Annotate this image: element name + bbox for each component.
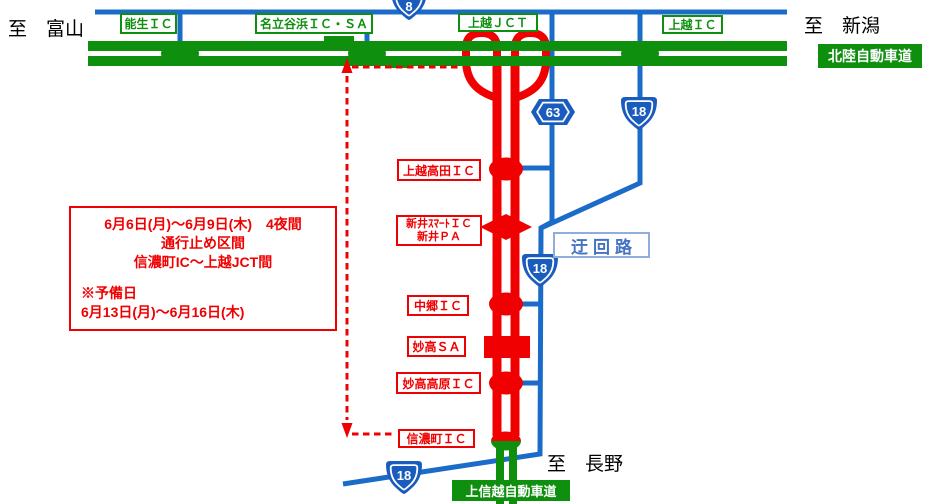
closed-ic-symbols	[480, 157, 532, 395]
closure-section: 信濃町IC～上越JCT間	[133, 254, 273, 270]
joetsu-ic-circle	[621, 41, 659, 66]
joshinetsu-expressway-badge: 上信越自動車道	[452, 480, 570, 501]
nakago-ic-circle	[489, 292, 523, 316]
shield-border	[624, 100, 654, 127]
hokuriku-expressway-badge: 北陸自動車道	[818, 44, 922, 68]
closure-extent-dashed-lines	[345, 65, 462, 436]
nadachidanihama-sa-rect-upper	[324, 36, 354, 47]
route-18-number: 18	[397, 468, 411, 483]
route-18-number: 18	[632, 104, 646, 119]
open-ic-symbols	[161, 36, 659, 68]
arrow-up-icon	[341, 58, 353, 73]
label-joetsu-ic: 上越ＩＣ	[662, 15, 723, 34]
shield-shape	[392, 0, 426, 20]
nou-ic-circle	[161, 41, 199, 66]
shinanomachi-ic-circle	[491, 431, 521, 451]
nadachidanihama-ic-circle	[348, 41, 386, 66]
shield-border	[389, 464, 419, 491]
closure-period: 6月6日(月)～6月9日(木) 4夜間	[104, 216, 302, 232]
reserve-day-period: 6月13日(月)～6月16日(木)	[81, 304, 245, 320]
direction-niigata: 至 新潟	[804, 16, 881, 37]
label-nou-ic: 能生ＩＣ	[120, 13, 177, 34]
nadachidanihama-sa-rect-lower	[386, 58, 412, 68]
detour-route-label: 迂回路	[553, 232, 650, 258]
reserve-day-header: ※予備日	[81, 285, 137, 301]
label-shinanomachi-ic: 信濃町ＩＣ	[398, 429, 475, 448]
route-18-shield-icon-upper: 18	[621, 97, 657, 130]
myoko-sa-rect	[484, 336, 530, 358]
route-8-shield-icon: 8	[392, 0, 426, 20]
label-arai-smart-ic-pa: 新井ｽﾏｰﾄＩＣ 新井ＰＡ	[396, 215, 482, 246]
label-myoko-kogen-ic: 妙高高原ＩＣ	[396, 372, 481, 394]
route-18-shield-icon-bottom: 18	[386, 461, 422, 494]
joetsu-takada-ic-circle	[489, 157, 523, 181]
closure-type: 通行止め区間	[161, 235, 245, 251]
route-18-number: 18	[533, 261, 547, 276]
shield-shape	[621, 97, 657, 130]
route-18-shield-icon-middle: 18	[522, 254, 558, 287]
label-nadachidanihama-ic-sa: 名立谷浜ＩＣ・ＳＡ	[255, 13, 373, 34]
shinanomachi-circle-red-half	[491, 431, 521, 441]
arrow-down-icon	[341, 423, 353, 438]
label-arai-pa: 新井ＰＡ	[417, 230, 461, 243]
myoko-kogen-ic-circle	[489, 371, 523, 395]
shield-shape	[522, 254, 558, 287]
closure-notice-box: 6月6日(月)～6月9日(木) 4夜間 通行止め区間 信濃町IC～上越JCT間 …	[69, 206, 337, 331]
route-63-shield-icon: 63	[531, 99, 575, 125]
shield-border	[536, 101, 570, 123]
route-8-number: 8	[405, 0, 412, 14]
arai-smart-ic-diamond	[480, 214, 532, 240]
label-joetsu-takada-ic: 上越高田ＩＣ	[397, 159, 481, 181]
route-63-number: 63	[546, 105, 560, 120]
closure-extent-arrows	[341, 58, 353, 438]
shield-border	[395, 0, 423, 17]
label-myoko-sa: 妙高ＳＡ	[407, 336, 466, 357]
direction-nagano: 至 長野	[547, 454, 624, 475]
shield-shape	[386, 461, 422, 494]
shinanomachi-circle-green-half	[491, 441, 521, 451]
shield-border	[525, 257, 555, 284]
label-arai-smart-ic: 新井ｽﾏｰﾄＩＣ	[406, 217, 472, 230]
direction-toyama: 至 富山	[8, 19, 85, 40]
label-nakago-ic: 中郷ＩＣ	[407, 295, 469, 316]
label-joetsu-jct: 上越ＪＣＴ	[458, 13, 538, 32]
closure-notice-spacer	[71, 272, 335, 284]
